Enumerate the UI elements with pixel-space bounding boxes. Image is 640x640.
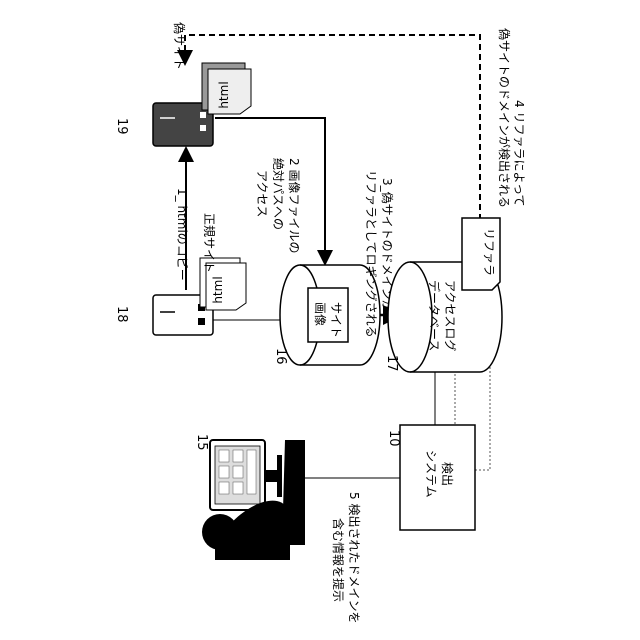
step5-line2: 含む情報を提示	[331, 518, 346, 602]
detection-label-2: システム	[424, 450, 438, 498]
fake-site-label: 偽サイト	[172, 22, 186, 70]
step2-line1: 2 画像ファイルの	[287, 158, 301, 253]
ref-16: 16	[273, 348, 288, 365]
step1-label: 1_ htmlのコピー	[175, 188, 189, 281]
access-log-label-1: アクセスログ	[443, 280, 457, 351]
site-image-label-1: サイト	[329, 302, 343, 338]
step4-line2: 偽サイトのドメインが検出される	[497, 28, 512, 208]
ref-15: 15	[194, 434, 209, 451]
access-arrow	[215, 118, 325, 262]
step2-line2: 絶対パスへの	[271, 158, 286, 230]
step2-line3: アクセス	[255, 170, 269, 217]
ref-17: 17	[384, 355, 399, 372]
referrer-label: リファラ	[482, 228, 496, 276]
site-image-label-2: 画像	[313, 302, 327, 326]
ref-19: 19	[114, 118, 129, 135]
detection-label-1: 検出	[440, 462, 454, 486]
fake-html-label: html	[217, 81, 231, 108]
step3-line2: リファラとしてロギングされる	[364, 170, 378, 338]
legit-site-label: 正規サイト	[202, 213, 217, 273]
ref-18: 18	[114, 306, 129, 323]
monitor-icon	[210, 440, 282, 510]
ref-10: 10	[386, 430, 401, 447]
step4-line1: 4 リファラによって	[512, 100, 526, 207]
access-log-label-2: データベース	[427, 280, 442, 351]
step5-line1: 5 検出されたドメインを	[347, 492, 361, 623]
legit-html-label: html	[211, 276, 225, 303]
